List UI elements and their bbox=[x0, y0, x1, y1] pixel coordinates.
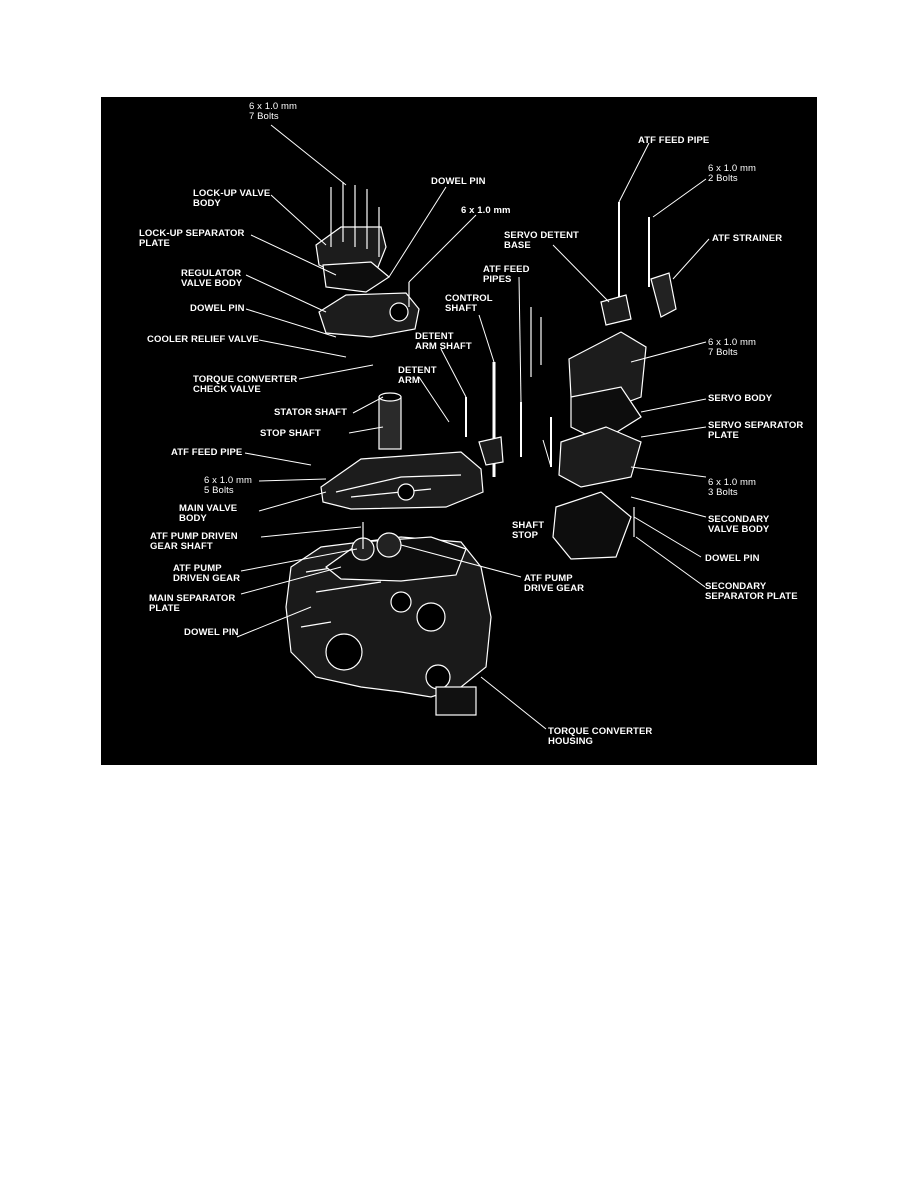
label-dowel-pin-left: DOWEL PIN bbox=[190, 303, 245, 314]
exploded-diagram-panel: 6 x 1.0 mm 7 Bolts LOCK-UP VALVE BODY DO… bbox=[101, 97, 817, 765]
label-bolts-7-top: 6 x 1.0 mm 7 Bolts bbox=[249, 101, 297, 122]
label-bolts-7-right: 6 x 1.0 mm 7 Bolts bbox=[708, 337, 756, 358]
label-bolts-5: 6 x 1.0 mm 5 Bolts bbox=[204, 475, 252, 496]
atf-pump-gears-part bbox=[351, 522, 402, 561]
label-torque-converter-check-valve: TORQUE CONVERTER CHECK VALVE bbox=[193, 374, 298, 395]
label-atf-feed-pipe-left: ATF FEED PIPE bbox=[171, 447, 243, 458]
lockup-valve-body-part bbox=[315, 226, 391, 293]
control-shaft-part bbox=[465, 362, 504, 477]
label-bolt-single: 6 x 1.0 mm bbox=[461, 205, 511, 216]
label-secondary-valve-body: SECONDARY VALVE BODY bbox=[708, 514, 770, 535]
label-atf-strainer: ATF STRAINER bbox=[712, 233, 783, 244]
label-detent-arm: DETENT ARM bbox=[398, 365, 437, 386]
bolts-top-part bbox=[330, 182, 410, 307]
transmission-parts-drawing bbox=[285, 182, 677, 716]
right-assembly-part bbox=[520, 202, 677, 560]
label-dowel-pin-right: DOWEL PIN bbox=[705, 553, 760, 564]
label-atf-pump-driven-gear: ATF PUMP DRIVEN GEAR bbox=[173, 563, 241, 584]
label-servo-body: SERVO BODY bbox=[708, 393, 773, 404]
label-stator-shaft: STATOR SHAFT bbox=[274, 407, 347, 418]
label-lockup-separator-plate: LOCK-UP SEPARATOR PLATE bbox=[139, 228, 245, 249]
label-stop-shaft: STOP SHAFT bbox=[260, 428, 321, 439]
label-servo-detent-base: SERVO DETENT BASE bbox=[504, 230, 579, 251]
label-secondary-separator-plate: SECONDARY SEPARATOR PLATE bbox=[705, 581, 798, 602]
stator-shaft-part bbox=[378, 392, 402, 450]
regulator-valve-body-part bbox=[318, 292, 420, 338]
label-lockup-valve-body: LOCK-UP VALVE BODY bbox=[193, 188, 271, 209]
label-atf-feed-pipe-right: ATF FEED PIPE bbox=[638, 135, 710, 146]
label-bolts-3: 6 x 1.0 mm 3 Bolts bbox=[708, 477, 756, 498]
label-dowel-pin-bottom: DOWEL PIN bbox=[184, 627, 239, 638]
label-dowel-pin-top: DOWEL PIN bbox=[431, 176, 486, 187]
label-detent-arm-shaft: DETENT ARM SHAFT bbox=[415, 331, 472, 352]
leader-lines bbox=[236, 124, 710, 730]
label-cooler-relief-valve: COOLER RELIEF VALVE bbox=[147, 334, 259, 345]
label-control-shaft: CONTROL SHAFT bbox=[445, 293, 493, 314]
label-atf-feed-pipes: ATF FEED PIPES bbox=[483, 264, 530, 285]
label-atf-pump-drive-gear: ATF PUMP DRIVE GEAR bbox=[524, 573, 585, 594]
label-main-separator-plate: MAIN SEPARATOR PLATE bbox=[149, 593, 236, 614]
label-main-valve-body: MAIN VALVE BODY bbox=[179, 503, 238, 524]
label-shaft-stop: SHAFT STOP bbox=[512, 520, 545, 541]
label-regulator-valve-body: REGULATOR VALVE BODY bbox=[181, 268, 243, 289]
label-servo-separator-plate: SERVO SEPARATOR PLATE bbox=[708, 420, 804, 441]
main-valve-body-part bbox=[320, 451, 484, 510]
label-torque-converter-housing: TORQUE CONVERTER HOUSING bbox=[548, 726, 653, 747]
label-atf-pump-driven-gear-shaft: ATF PUMP DRIVEN GEAR SHAFT bbox=[150, 531, 238, 552]
label-bolts-2: 6 x 1.0 mm 2 Bolts bbox=[708, 163, 756, 184]
